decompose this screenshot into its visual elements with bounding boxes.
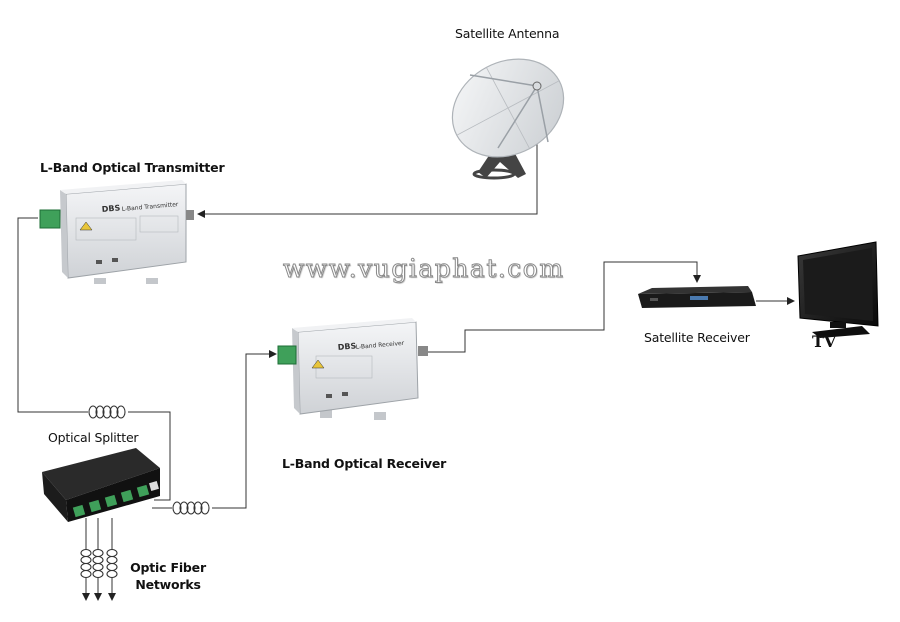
- optical-splitter-label: Optical Splitter: [48, 430, 139, 445]
- set-top-box-icon: [638, 286, 756, 308]
- fiber-coil-icon: [80, 548, 118, 579]
- optic-fiber-networks-label-line1: Optic Fiber: [130, 560, 206, 575]
- optical-splitter-device: [42, 448, 160, 522]
- fiber-coil-icon: [172, 501, 210, 515]
- transmitter-model: L-Band Transmitter: [122, 201, 180, 213]
- transmitter-brand: DBS: [101, 203, 120, 214]
- satellite-antenna-label: Satellite Antenna: [455, 26, 560, 41]
- link-fiber-to-receiver: [212, 350, 277, 509]
- optical-receiver-device: DBS L-Band Receiver: [277, 318, 428, 420]
- receiver-label: L-Band Optical Receiver: [282, 456, 447, 471]
- optic-fiber-networks-label-line2: Networks: [135, 577, 201, 592]
- tv-label: TV: [812, 332, 836, 351]
- watermark: www.vugiaphat.com: [283, 254, 565, 284]
- receiver-model: L-Band Receiver: [356, 340, 405, 351]
- link-fiber-to-splitter: [128, 411, 171, 501]
- satellite-dish-icon: [451, 58, 565, 180]
- fiber-coil-icon: [88, 405, 126, 419]
- tv-icon: [797, 241, 879, 338]
- link-receiver-to-satellite-receiver: [428, 261, 701, 353]
- link-transmitter-to-splitter: [17, 217, 88, 413]
- transmitter-label: L-Band Optical Transmitter: [40, 160, 225, 175]
- optical-transmitter-device: DBS L-Band Transmitter: [39, 180, 194, 284]
- satellite-receiver-label: Satellite Receiver: [644, 330, 750, 345]
- receiver-brand: DBS: [337, 341, 356, 352]
